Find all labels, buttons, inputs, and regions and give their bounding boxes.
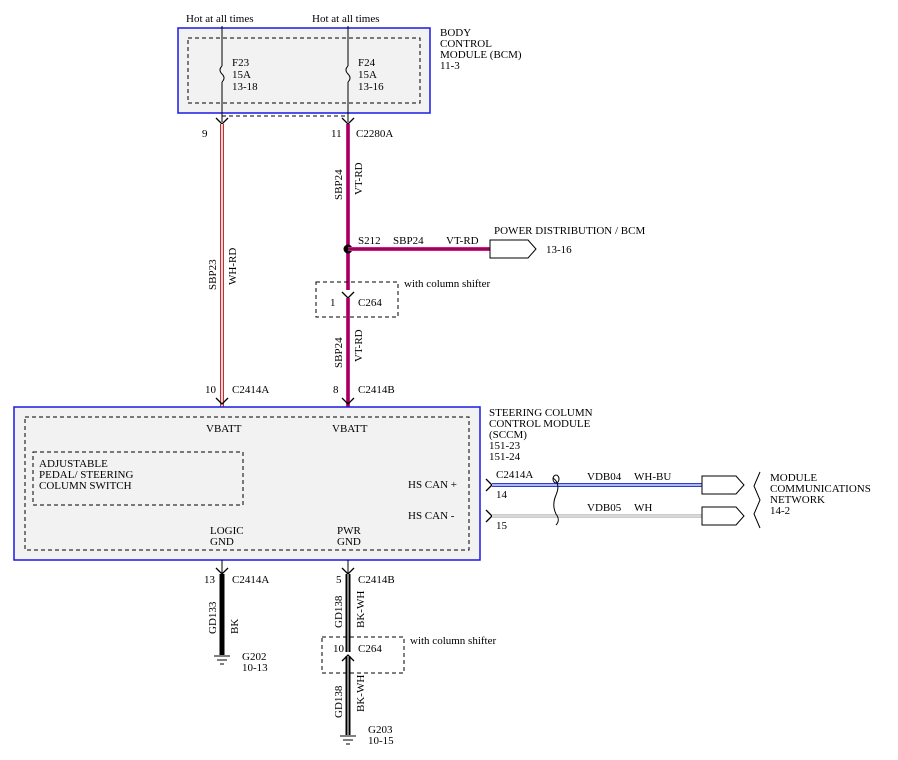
pin8-label: 8 bbox=[333, 384, 339, 396]
c2414b-top-label: C2414B bbox=[358, 384, 395, 396]
f24-label: F24 15A 13-16 bbox=[358, 57, 384, 93]
can-plus-arrow-icon bbox=[485, 478, 493, 492]
c264-top-arrow-icon bbox=[341, 291, 355, 299]
hs-can-minus-label: HS CAN - bbox=[408, 510, 455, 522]
vbatt-right-label: VBATT bbox=[332, 423, 368, 435]
pin10-label: 10 bbox=[205, 384, 217, 396]
gd138-b-label: GD138 bbox=[333, 685, 345, 718]
pwr-gnd-label: PWR GND bbox=[337, 525, 364, 548]
c264-top-conn: C264 bbox=[358, 297, 382, 309]
c2280a-label: C2280A bbox=[356, 128, 393, 140]
c264-bottom-conn: C264 bbox=[358, 643, 382, 655]
bkwh-b-label: BK-WH bbox=[355, 675, 367, 712]
bk-label: BK bbox=[229, 619, 241, 634]
can-minus-arrow-icon bbox=[485, 509, 493, 523]
twisted-pair-icon bbox=[552, 477, 559, 526]
vdb04-label: VDB04 bbox=[587, 471, 622, 483]
bcm-title-line: CONTROL bbox=[440, 38, 492, 50]
c264-top-box bbox=[315, 281, 399, 318]
bcm-title: BODY CONTROL MODULE (BCM) 11-3 bbox=[440, 27, 524, 72]
bcm-title-line: 11-3 bbox=[440, 60, 460, 72]
g203-label: G203 10-15 bbox=[368, 724, 395, 747]
sccm-inner-dashed-box bbox=[24, 416, 470, 551]
splice-color-label: VT-RD bbox=[446, 235, 479, 247]
vdb05-color-label: WH bbox=[634, 502, 652, 514]
gd133-label: GD133 bbox=[207, 601, 219, 634]
vdb05-label: VDB05 bbox=[587, 502, 622, 514]
bkwh-a-label: BK-WH bbox=[355, 591, 367, 628]
c264-bottom-arrow-icon bbox=[341, 654, 355, 662]
pin9-label: 9 bbox=[202, 128, 208, 140]
c2414b-bottom-label: C2414B bbox=[358, 574, 395, 586]
can-conn-label: C2414A bbox=[496, 469, 533, 481]
adjustable-pedal-switch-box bbox=[32, 451, 244, 506]
pin5-label: 5 bbox=[336, 574, 342, 586]
pin10-arrow-icon bbox=[215, 397, 229, 405]
sbp24-b-label: SBP24 bbox=[333, 337, 345, 368]
can-pin-plus: 14 bbox=[496, 489, 508, 501]
c264-bottom-box bbox=[321, 636, 405, 674]
pin8-arrow-icon bbox=[341, 397, 355, 405]
can-pin-minus: 15 bbox=[496, 520, 508, 532]
adjustable-pedal-switch-label: ADJUSTABLE PEDAL/ STEERING COLUMN SWITCH bbox=[39, 458, 136, 492]
sbp23-label: SBP23 bbox=[207, 259, 219, 290]
gd138-a-label: GD138 bbox=[333, 595, 345, 628]
vbatt-left-label: VBATT bbox=[206, 423, 242, 435]
splice-circuit-label: SBP24 bbox=[393, 235, 424, 247]
sccm-module-box bbox=[13, 406, 481, 561]
power-dist-connector-icon bbox=[489, 239, 537, 259]
pin13-label: 13 bbox=[204, 574, 216, 586]
bcm-hot-right-label: Hot at all times bbox=[312, 13, 380, 25]
sbp24-a-label: SBP24 bbox=[333, 169, 345, 200]
f23-label: F23 15A 13-18 bbox=[232, 57, 258, 93]
g202-ground-icon bbox=[214, 655, 230, 665]
pin11-label: 11 bbox=[331, 128, 342, 140]
power-dist-page: 13-16 bbox=[546, 244, 572, 256]
network-label: MODULE COMMUNICATIONS NETWORK 14-2 bbox=[770, 472, 874, 517]
logic-gnd-label: LOGIC GND bbox=[210, 525, 246, 548]
c264-bottom-pin: 10 bbox=[333, 643, 345, 655]
power-dist-label: POWER DISTRIBUTION / BCM bbox=[494, 225, 645, 237]
c264-top-pin: 1 bbox=[330, 297, 336, 309]
whrd-label: WH-RD bbox=[227, 248, 239, 285]
can-plus-connector-icon bbox=[701, 475, 745, 495]
f24-fuse-icon bbox=[345, 65, 351, 83]
bcm-module-box bbox=[177, 27, 431, 114]
vdb04-color-label: WH-BU bbox=[634, 471, 671, 483]
bcm-inner-dashed-box bbox=[187, 37, 421, 104]
twisted-pair-top-icon bbox=[552, 474, 560, 484]
network-brace-icon bbox=[753, 471, 761, 529]
g202-label: G202 10-13 bbox=[242, 651, 269, 674]
bcm-title-line: BODY bbox=[440, 27, 471, 39]
s212-label: S212 bbox=[358, 235, 381, 247]
sccm-title: STEERING COLUMN CONTROL MODULE (SCCM) 15… bbox=[489, 407, 595, 463]
bcm-title-line: MODULE (BCM) bbox=[440, 49, 522, 61]
bcm-hot-left-label: Hot at all times bbox=[186, 13, 254, 25]
vtrd-a-label: VT-RD bbox=[353, 162, 365, 195]
c2414a-bottom-label: C2414A bbox=[232, 574, 269, 586]
g203-ground-icon bbox=[340, 735, 356, 745]
hs-can-plus-label: HS CAN + bbox=[408, 479, 457, 491]
c264-top-note: with column shifter bbox=[404, 278, 490, 290]
f23-fuse-icon bbox=[219, 65, 225, 83]
vtrd-b-label: VT-RD bbox=[353, 329, 365, 362]
can-minus-connector-icon bbox=[701, 506, 745, 526]
c2414a-top-label: C2414A bbox=[232, 384, 269, 396]
c264-bottom-note: with column shifter bbox=[410, 635, 496, 647]
